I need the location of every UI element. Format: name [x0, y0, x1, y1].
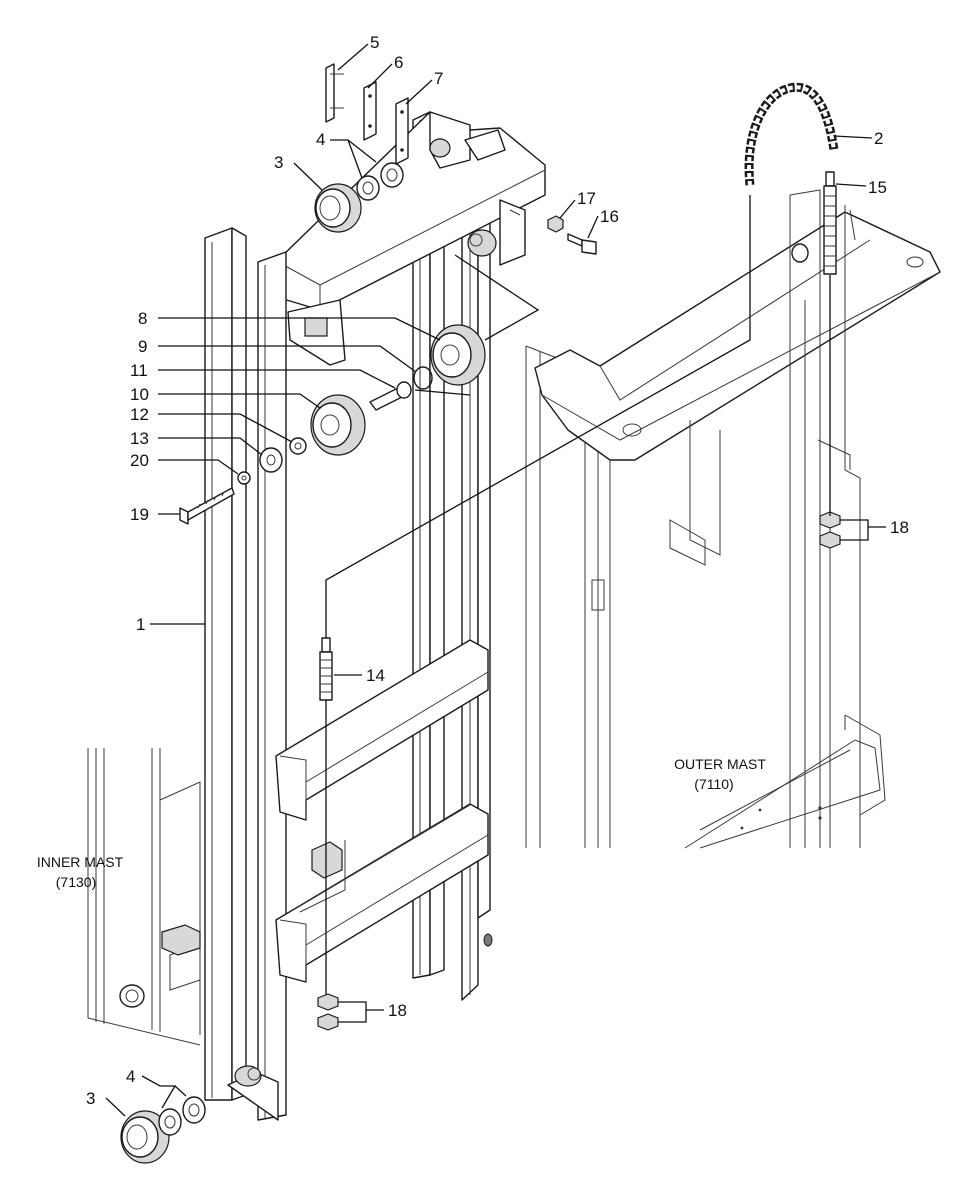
inner-mast: [87, 748, 201, 1046]
part-2-chain[interactable]: [744, 82, 839, 186]
label-1: 1: [136, 615, 145, 634]
part-4-shims-bottom[interactable]: [158, 1096, 206, 1136]
label-3-bottom: 3: [86, 1089, 95, 1108]
label-7: 7: [434, 69, 443, 88]
label-20: 20: [130, 451, 149, 470]
label-6: 6: [394, 53, 403, 72]
crosshead-bracket: [277, 111, 546, 366]
leader-lines: [105, 43, 886, 1117]
label-5: 5: [370, 33, 379, 52]
part-20-lock-washer[interactable]: [237, 471, 251, 485]
label-13: 13: [130, 429, 149, 448]
part-7-plate[interactable]: [395, 97, 409, 165]
inner-mast-caption: INNER MAST: [37, 854, 124, 870]
part-9-snap-ring[interactable]: [413, 366, 433, 390]
label-9: 9: [138, 337, 147, 356]
label-16: 16: [600, 207, 619, 226]
part-18-nuts-left[interactable]: [317, 993, 339, 1031]
part-10-sheave[interactable]: [310, 394, 366, 456]
label-8: 8: [138, 309, 147, 328]
label-17: 17: [577, 189, 596, 208]
label-18-left: 18: [388, 1001, 407, 1020]
label-18-right: 18: [890, 518, 909, 537]
part-18-nuts-right[interactable]: [819, 511, 841, 549]
label-3-top: 3: [274, 153, 283, 172]
inner-mast-code: (7130): [56, 874, 96, 890]
part-4-shims-top[interactable]: [356, 162, 404, 201]
outer-mast: [525, 189, 941, 849]
part-19-bolt[interactable]: [179, 487, 235, 525]
label-10: 10: [130, 385, 149, 404]
part-6-plate[interactable]: [363, 81, 377, 141]
part-16-bolt[interactable]: [567, 233, 597, 255]
carriage-plates: [275, 639, 489, 983]
part-8-sheave[interactable]: [430, 324, 486, 386]
captions: OUTER MAST (7110) INNER MAST (7130): [37, 756, 767, 890]
outer-mast-code: (7110): [694, 776, 733, 792]
part-15-anchor-bolt[interactable]: [823, 171, 837, 275]
outer-mast-caption: OUTER MAST: [674, 756, 766, 772]
part-17-nut[interactable]: [547, 215, 564, 233]
label-19: 19: [130, 505, 149, 524]
part-labels: 5 6 7 4 3 2 15 17 16 8 9 11 10 12 13 20 …: [86, 33, 909, 1108]
part-3-bearing-top[interactable]: [314, 183, 362, 233]
label-12: 12: [130, 405, 149, 424]
label-4-bottom: 4: [126, 1067, 135, 1086]
part-14-anchor-bolt[interactable]: [319, 637, 333, 701]
label-11: 11: [130, 361, 148, 380]
label-14: 14: [366, 666, 385, 685]
assembly-lines: [325, 195, 831, 995]
part-12-spacer[interactable]: [289, 437, 307, 455]
label-4-top: 4: [316, 130, 325, 149]
part-13-washer[interactable]: [259, 447, 283, 473]
inner-channel-part-1: [204, 227, 287, 1121]
label-2: 2: [874, 129, 883, 148]
part-11-shaft[interactable]: [369, 381, 412, 411]
part-3-bearing-bottom[interactable]: [120, 1110, 170, 1164]
part-5-pin[interactable]: [325, 63, 344, 123]
label-15: 15: [868, 178, 887, 197]
